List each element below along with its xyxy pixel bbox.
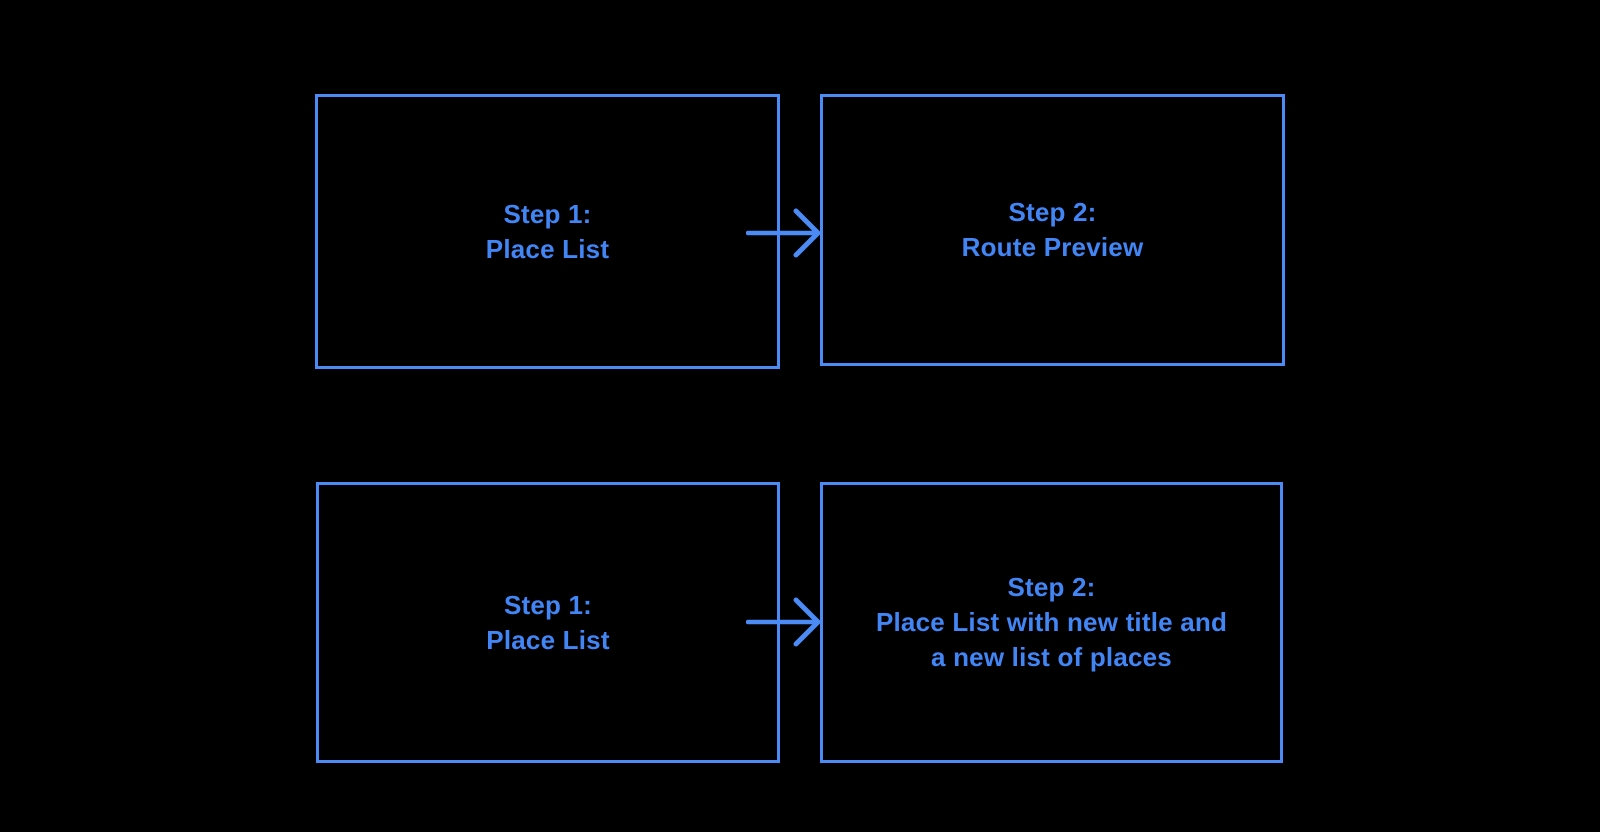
node-label: Step 2: Place List with new title and a … [823,570,1280,675]
node-step1-place-list-top: Step 1: Place List [315,94,780,369]
node-label-line: Route Preview [961,232,1144,262]
node-label-line: Place List with new title and [875,607,1228,637]
node-label-line: Step 1: [503,198,592,229]
node-label: Step 1: Place List [318,197,777,267]
node-label: Step 1: Place List [319,588,777,658]
arrow-right-icon [746,208,821,258]
node-label-line: Place List [485,233,610,264]
node-step2-route-preview: Step 2: Route Preview [820,94,1285,366]
node-step2-place-list-new-title: Step 2: Place List with new title and a … [820,482,1283,763]
node-label-line: Step 1: [503,589,593,620]
node-label-line: Step 2: [1008,197,1097,227]
node-label-line: a new list of places [931,642,1172,672]
arrow-right-icon [746,597,821,647]
node-step1-place-list-bottom: Step 1: Place List [316,482,780,763]
node-label-line: Step 2: [1007,572,1096,602]
node-label-line: Place List [486,624,610,655]
node-label: Step 2: Route Preview [823,195,1282,265]
